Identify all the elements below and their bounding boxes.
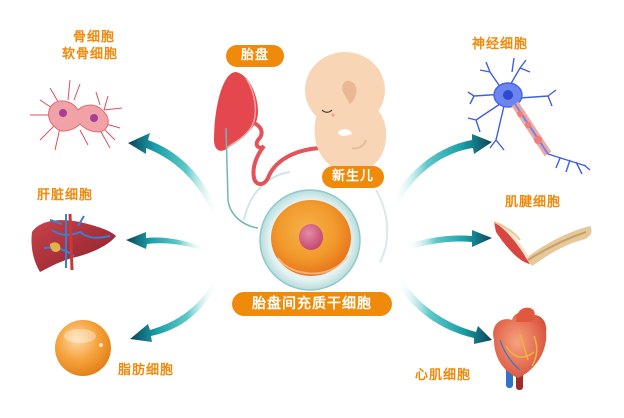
fat-cell-label: 脂肪细胞 <box>118 363 175 378</box>
tendon-icon <box>493 221 592 266</box>
liver-cell-label: 肝脏细胞 <box>37 188 94 203</box>
arrow-to-liver <box>126 232 206 252</box>
tendon-cell-label: 肌腱细胞 <box>505 195 562 210</box>
neuron-icon <box>467 57 591 175</box>
decor-arc <box>243 171 291 221</box>
bone-cell-icon <box>30 79 123 151</box>
arrow-to-bone <box>128 133 218 212</box>
fat-cell-icon <box>55 320 111 376</box>
arrow-to-fat <box>130 280 218 342</box>
heart-cell-label: 心肌细胞 <box>415 368 472 383</box>
arrow-to-tendon <box>406 230 492 250</box>
decor-arc <box>375 189 389 263</box>
placenta-icon <box>214 72 348 229</box>
arrow-to-heart <box>396 280 492 344</box>
stem-cell-label: 胎盘间充质干细胞 <box>232 292 392 316</box>
nerve-cell-label: 神经细胞 <box>472 37 529 52</box>
newborn-icon <box>305 52 387 173</box>
cartilage-cell-label: 软骨细胞 <box>61 47 118 62</box>
bone-cell-label: 骨细胞 <box>72 30 115 45</box>
arrow-to-nerve <box>392 134 492 204</box>
placenta-label: 胎盘 <box>226 45 284 67</box>
newborn-label: 新生儿 <box>322 166 384 188</box>
liver-icon <box>31 213 117 272</box>
heart-icon <box>493 307 547 390</box>
stem-cell-icon <box>259 189 361 291</box>
